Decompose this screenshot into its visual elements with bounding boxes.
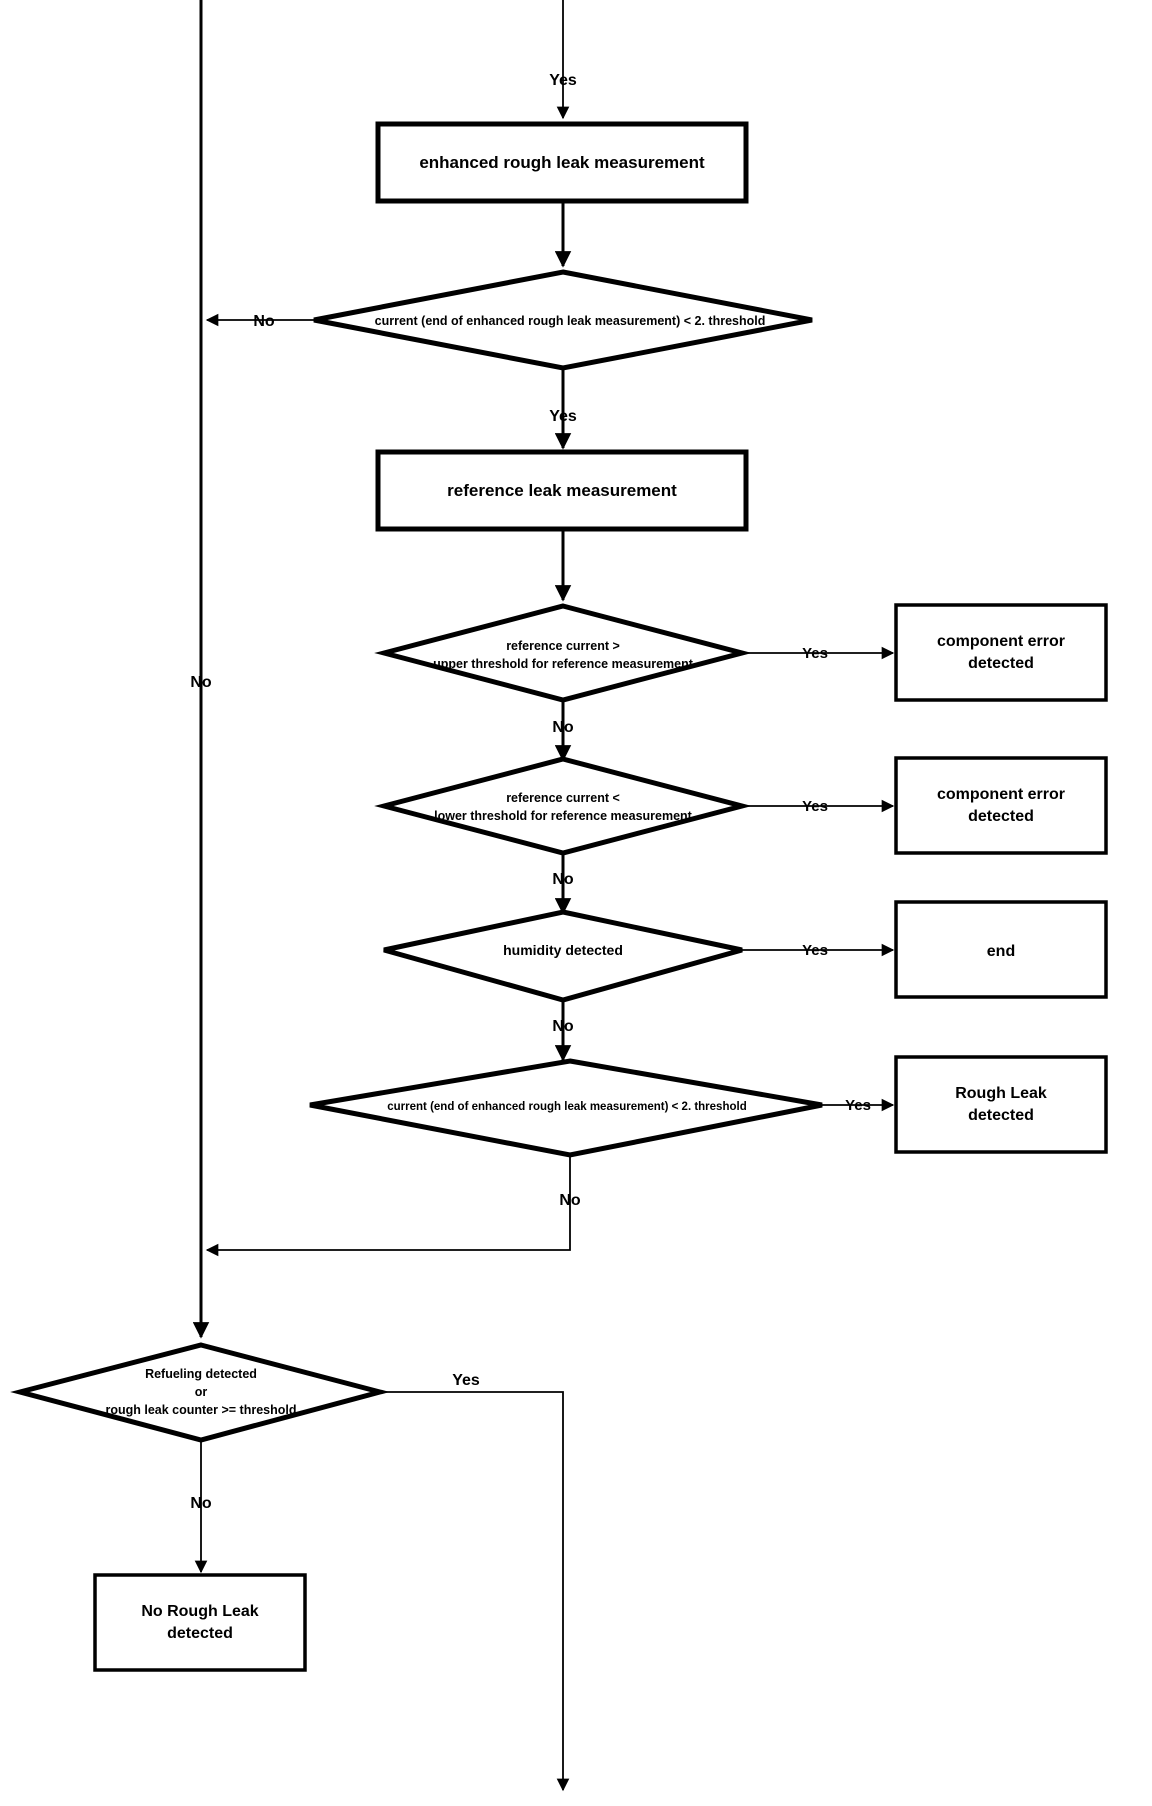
edge-label-yes-top: Yes xyxy=(549,72,577,89)
node-rough-leak-detected[interactable]: Rough Leak detected xyxy=(894,1055,1108,1154)
node-label: humidity detected xyxy=(503,942,623,958)
node-label: enhanced rough leak measurement xyxy=(419,153,705,172)
node-label-line2: lower threshold for reference measuremen… xyxy=(434,809,693,823)
node-label: current (end of enhanced rough leak meas… xyxy=(375,314,766,328)
node-label-line1: component error xyxy=(937,786,1065,803)
edge-label-no-left-rail: No xyxy=(190,674,212,691)
node-label-line1: reference current < xyxy=(506,791,620,805)
node-label-line3: rough leak counter >= threshold xyxy=(105,1403,296,1417)
node-decision-reference-upper[interactable]: reference current > upper threshold for … xyxy=(374,603,752,703)
node-component-error-1[interactable]: component error detected xyxy=(894,603,1108,702)
node-label-line2: upper threshold for reference measuremen… xyxy=(433,657,694,671)
node-label: current (end of enhanced rough leak meas… xyxy=(387,1101,746,1113)
edge-label-yes-current2: Yes xyxy=(845,1097,871,1114)
node-label-line1: Rough Leak xyxy=(955,1085,1047,1102)
edge-label-no-refupper: No xyxy=(552,719,574,736)
edge-label-no-reflower: No xyxy=(552,871,574,888)
node-decision-reference-lower[interactable]: reference current < lower threshold for … xyxy=(374,756,752,856)
connector-current2-no xyxy=(205,1155,571,1257)
node-label-line1: Refueling detected xyxy=(145,1367,257,1381)
node-decision-current-threshold-1[interactable]: current (end of enhanced rough leak meas… xyxy=(313,269,813,371)
node-label: end xyxy=(987,943,1015,960)
edge-label-no-humidity: No xyxy=(552,1018,574,1035)
edge-label-yes-decision1: Yes xyxy=(549,408,577,425)
edge-label-yes-refupper: Yes xyxy=(802,645,828,662)
node-decision-refueling[interactable]: Refueling detected or rough leak counter… xyxy=(10,1342,390,1443)
node-label-line1: reference current > xyxy=(506,639,620,653)
edge-label-yes-refueling: Yes xyxy=(452,1372,480,1389)
node-label-line2: detected xyxy=(968,1107,1034,1124)
node-decision-current-threshold-2[interactable]: current (end of enhanced rough leak meas… xyxy=(309,1058,823,1158)
node-label-line1: component error xyxy=(937,633,1065,650)
node-enhanced-rough-leak-measurement[interactable]: enhanced rough leak measurement xyxy=(375,121,749,204)
node-label-line2: detected xyxy=(968,808,1034,825)
node-label: reference leak measurement xyxy=(447,481,677,500)
connector-refueling-yes xyxy=(380,1391,570,1792)
edge-label-yes-humidity: Yes xyxy=(802,942,828,959)
edge-label-yes-reflower: Yes xyxy=(802,798,828,815)
edge-label-no-current2: No xyxy=(559,1192,581,1209)
node-label-line2: detected xyxy=(167,1625,233,1642)
node-label-line2: detected xyxy=(968,655,1034,672)
node-label-line1: No Rough Leak xyxy=(141,1603,258,1620)
node-end[interactable]: end xyxy=(894,900,1108,999)
node-component-error-2[interactable]: component error detected xyxy=(894,756,1108,855)
edge-label-no-refueling: No xyxy=(190,1495,212,1512)
node-label-line2: or xyxy=(195,1385,208,1399)
edge-label-no-decision1: No xyxy=(253,313,275,330)
node-decision-humidity[interactable]: humidity detected xyxy=(383,909,743,1003)
node-reference-leak-measurement[interactable]: reference leak measurement xyxy=(375,449,749,532)
node-no-rough-leak-detected[interactable]: No Rough Leak detected xyxy=(93,1573,307,1672)
